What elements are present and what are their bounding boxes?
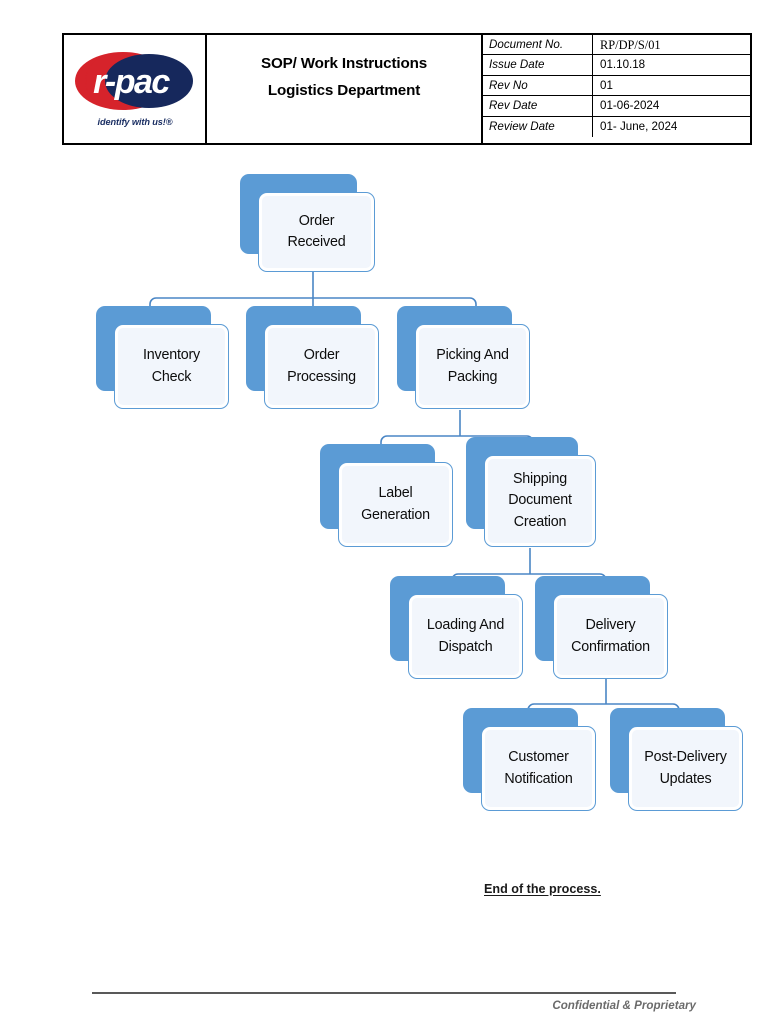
flow-node-label: Post-Delivery Updates: [644, 749, 727, 787]
metadata-value-review-date: 01- June, 2024: [600, 119, 678, 133]
flow-node-label: Picking And Packing: [436, 347, 509, 385]
flow-node-label-generation[interactable]: Label Generation: [320, 444, 453, 547]
metadata-key-review-date: Review Date: [483, 116, 593, 137]
metadata-row: Issue Date 01.10.18: [483, 55, 750, 76]
flow-node-label: Inventory Check: [142, 347, 200, 385]
node-inner-panel: Picking And Packing: [419, 328, 526, 405]
flow-node-post-delivery-updates[interactable]: Post-Delivery Updates: [610, 708, 743, 811]
metadata-value-document-no: RP/DP/S/01: [600, 38, 661, 52]
node-inner-panel: Shipping Document Creation: [488, 459, 592, 543]
flow-node-label: Delivery Confirmation: [571, 617, 650, 655]
document-title-line-1: SOP/ Work Instructions: [260, 55, 428, 72]
logo-cell: r-pac identify with us!®: [64, 35, 207, 143]
metadata-key-issue-date: Issue Date: [483, 55, 593, 75]
document-metadata-table: Document No. RP/DP/S/01 Issue Date 01.10…: [483, 35, 750, 143]
flow-node-delivery-confirmation[interactable]: Delivery Confirmation: [535, 576, 668, 679]
node-inner-panel: Post-Delivery Updates: [632, 730, 739, 807]
flow-node-inventory-check[interactable]: Inventory Check: [96, 306, 229, 409]
metadata-value-issue-date: 01.10.18: [600, 58, 646, 72]
rpac-logo: r-pac identify with us!®: [71, 41, 199, 141]
flow-node-picking-and-packing[interactable]: Picking And Packing: [397, 306, 530, 409]
node-inner-panel: Delivery Confirmation: [557, 598, 664, 675]
node-inner-panel: Order Received: [262, 196, 371, 268]
flow-node-label: Order Received: [287, 212, 346, 251]
node-inner-panel: Order Processing: [268, 328, 375, 405]
document-header-table: r-pac identify with us!® SOP/ Work Instr…: [62, 33, 752, 145]
rpac-logo-mark: r-pac: [75, 52, 193, 110]
metadata-value-rev-date: 01-06-2024: [600, 99, 660, 113]
flow-node-customer-notification[interactable]: Customer Notification: [463, 708, 596, 811]
node-inner-panel: Inventory Check: [118, 328, 225, 405]
svg-text:r-pac: r-pac: [93, 63, 170, 101]
end-of-process-text: End of the process.: [484, 882, 601, 896]
flow-node-order-processing[interactable]: Order Processing: [246, 306, 379, 409]
flow-node-order-received[interactable]: Order Received: [240, 174, 375, 272]
flow-node-label: Label Generation: [361, 485, 430, 523]
metadata-row: Rev Date 01-06-2024: [483, 96, 750, 117]
metadata-key-rev-date: Rev Date: [483, 96, 593, 116]
logo-tagline: identify with us!®: [97, 117, 173, 127]
metadata-row: Rev No 01: [483, 75, 750, 97]
flow-node-label: Loading And Dispatch: [426, 617, 505, 655]
metadata-key-document-no: Document No.: [483, 35, 593, 55]
flow-node-label: Order Processing: [287, 347, 356, 385]
footer-divider: [92, 992, 676, 994]
flow-node-loading-and-dispatch[interactable]: Loading And Dispatch: [390, 576, 523, 679]
flow-node-shipping-document-creation[interactable]: Shipping Document Creation: [466, 437, 596, 547]
node-inner-panel: Loading And Dispatch: [412, 598, 519, 675]
document-title-line-2: Logistics Department: [267, 82, 421, 99]
flow-node-label: Shipping Document Creation: [508, 470, 572, 530]
node-inner-panel: Label Generation: [342, 466, 449, 543]
document-title-cell: SOP/ Work Instructions Logistics Departm…: [207, 35, 483, 143]
node-inner-panel: Customer Notification: [485, 730, 592, 807]
metadata-row: Document No. RP/DP/S/01: [483, 35, 750, 56]
metadata-key-rev-no: Rev No: [483, 75, 593, 96]
metadata-row: Review Date 01- June, 2024: [483, 116, 750, 137]
metadata-value-rev-no: 01: [600, 78, 613, 92]
confidential-notice: Confidential & Proprietary: [552, 999, 696, 1012]
flow-node-label: Customer Notification: [504, 749, 573, 787]
